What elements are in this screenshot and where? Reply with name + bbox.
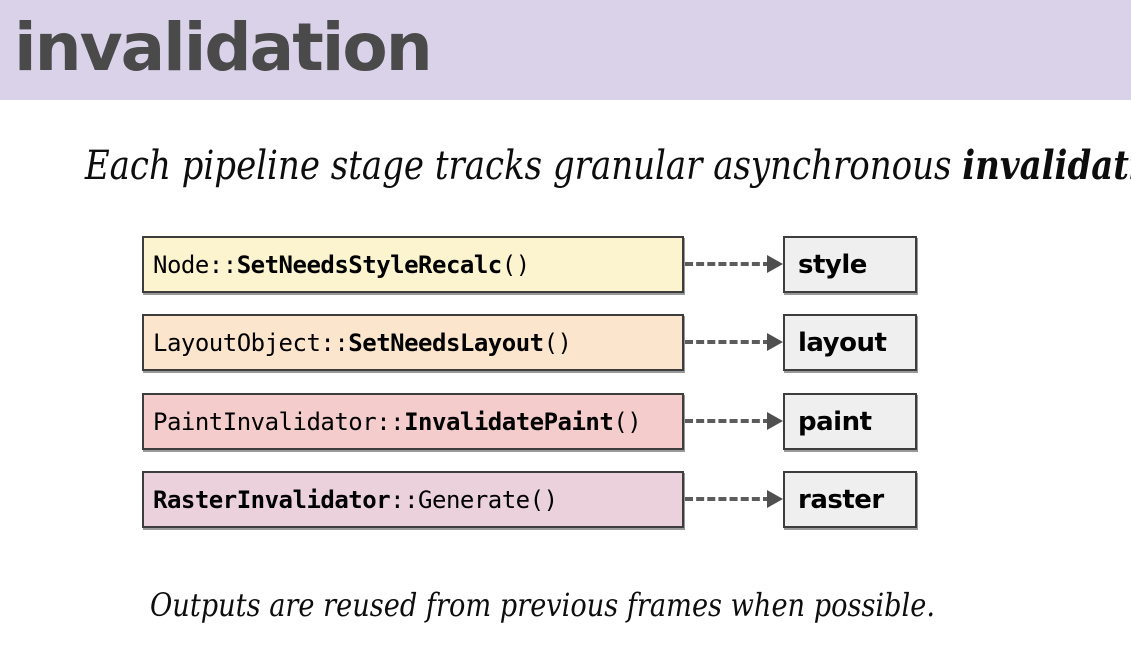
footer-caption: Outputs are reused from previous frames … [150,586,935,624]
stage-label-box-paint: paint [783,393,917,450]
code-post: () [613,407,642,436]
arrow-dash [685,340,771,344]
arrow-head-icon [767,333,783,351]
code-post: ::Generate() [390,485,558,514]
slide-header: invalidation [0,0,1131,100]
arrow-dash [685,262,771,266]
subtitle-text: Each pipeline stage tracks granular asyn… [84,143,963,189]
stage-label: raster [798,484,884,515]
arrow-head-icon [767,255,783,273]
code-pre: PaintInvalidator:: [153,407,405,436]
code-box-layout: LayoutObject::SetNeedsLayout() [142,314,684,371]
code-post: () [501,250,530,279]
page-title: invalidation [14,9,433,86]
pipeline-row-layout: LayoutObject::SetNeedsLayout() layout [0,314,1131,371]
code-text: RasterInvalidator::Generate() [153,486,558,514]
code-box-raster: RasterInvalidator::Generate() [142,471,684,528]
code-bold: RasterInvalidator [153,485,391,514]
arrow-head-icon [767,412,783,430]
code-post: () [543,328,572,357]
code-text: Node::SetNeedsStyleRecalc() [153,251,530,279]
code-text: PaintInvalidator::InvalidatePaint() [153,407,642,436]
code-pre: LayoutObject:: [153,328,349,357]
code-bold: InvalidatePaint [404,407,614,436]
arrow-head-icon [767,490,783,508]
stage-label: layout [798,327,887,358]
pipeline-row-raster: RasterInvalidator::Generate() raster [0,471,1131,528]
arrow-dash [685,419,771,423]
arrow-dash [685,497,771,501]
code-box-paint: PaintInvalidator::InvalidatePaint() [142,393,684,450]
stage-label: paint [798,406,872,437]
code-bold: SetNeedsStyleRecalc [236,250,503,279]
subtitle: Each pipeline stage tracks granular asyn… [84,142,1131,189]
code-box-style: Node::SetNeedsStyleRecalc() [142,236,684,293]
subtitle-emphasis: invalidations [962,142,1131,189]
pipeline-row-style: Node::SetNeedsStyleRecalc() style [0,236,1131,293]
code-text: LayoutObject::SetNeedsLayout() [153,329,572,357]
code-pre: Node:: [153,250,237,279]
pipeline-row-paint: PaintInvalidator::InvalidatePaint() pain… [0,393,1131,450]
stage-label-box-layout: layout [783,314,917,371]
stage-label-box-raster: raster [783,471,917,528]
code-bold: SetNeedsLayout [348,328,544,357]
stage-label: style [798,249,867,280]
stage-label-box-style: style [783,236,917,293]
